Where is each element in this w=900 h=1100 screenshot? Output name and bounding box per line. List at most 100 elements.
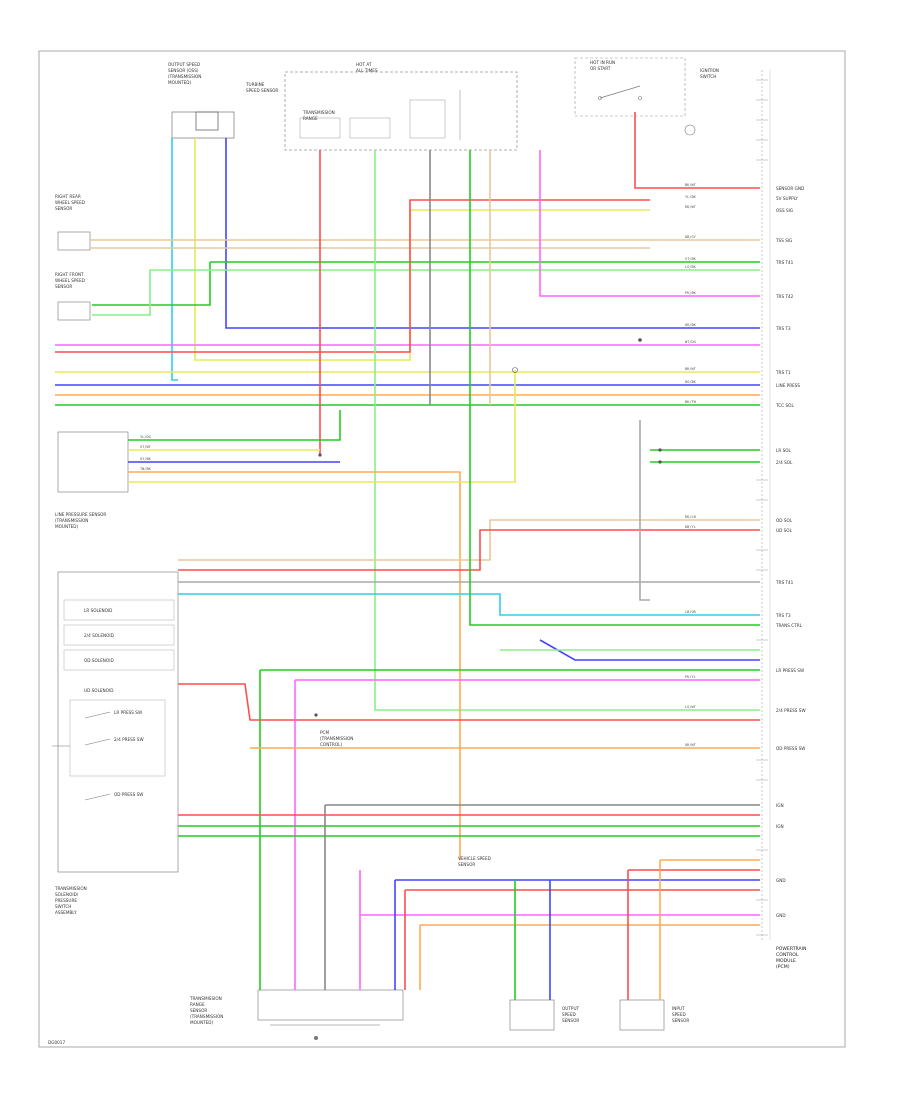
pin-label: OSS SIG	[776, 208, 793, 213]
wire-label: YL/BK	[685, 195, 697, 199]
pin-label: IGN	[776, 803, 784, 808]
pin-label: LR PRESS SW	[776, 668, 804, 673]
wire-label: OR/WT	[685, 743, 697, 747]
ignition-switch	[574, 57, 696, 136]
pcm-pin-ticks	[756, 79, 768, 936]
bottom-sensor-left-label-2: RANGE	[190, 1002, 205, 1007]
bottom-sensor-mid-label-2: SPEED	[562, 1012, 576, 1017]
pin-label: TRS T1	[775, 370, 791, 375]
bottom-sensor-boxes	[257, 989, 665, 1040]
pin-label: TCC SOL	[775, 403, 794, 408]
wire-label: RD/LB	[685, 515, 696, 519]
pcm-top-label-1: HOT AT	[356, 62, 372, 67]
pin-label: OD SOL	[776, 518, 793, 523]
solenoid-label-3: OD SOLENOID	[84, 658, 114, 663]
component-labels: OUTPUT SPEED SENSOR (OSS) (TRANSMISSION …	[48, 60, 806, 1045]
wire-label: VT/WT	[140, 445, 152, 449]
line-pressure-label-1: LINE PRESSURE SENSOR	[55, 512, 106, 517]
wire-label: DB/GY	[685, 235, 697, 239]
wire-label: TN/BK	[140, 467, 152, 471]
pin-label: TRS T41	[775, 260, 794, 265]
wires	[55, 112, 760, 1000]
pin-label: TSS SIG	[775, 238, 792, 243]
solenoid-block-label-2: SOLENOID/	[55, 892, 79, 897]
bottom-sensor-mid-label-3: SENSOR	[562, 1018, 579, 1023]
mid-note-label-1: PCM	[320, 730, 329, 735]
pcm-label-4: (PCM)	[776, 964, 790, 970]
solenoid-pack	[52, 599, 175, 801]
pcm-connector	[761, 70, 771, 940]
mid-right-sensor-label-1: VEHICLE SPEED	[458, 856, 491, 861]
wire-label: PK/BK	[685, 291, 697, 295]
top-left-sensor	[171, 111, 235, 139]
wire-label: BK/WT	[685, 183, 697, 187]
top-left-sensor-label-2: SENSOR (OSS)	[168, 68, 199, 73]
pcm-pin-labels: SENSOR GND 5V SUPPLY OSS SIG TSS SIG TRS…	[775, 186, 806, 918]
mid-note-label-3: CONTROL)	[320, 742, 342, 747]
solenoid-block-label-5: ASSEMBLY	[55, 910, 77, 915]
wire-blue-drop	[225, 138, 760, 329]
wire-label: BK/TN	[685, 400, 696, 404]
wheel-speed-2-label-2: WHEEL SPEED	[55, 278, 85, 283]
bottom-sensor-mid-label-1: OUTPUT	[562, 1006, 580, 1011]
wire-label: BR/WT	[685, 367, 697, 371]
wire-label: YL/DG	[140, 435, 151, 439]
wire-label: RD/WT	[685, 205, 697, 209]
top-right-fuse-label-2: OR START	[590, 66, 611, 71]
wire-color-labels: BK/WT YL/BK RD/WT DB/GY VT/BK LG/BK PK/B…	[140, 183, 697, 747]
wire-label: GY/BK	[140, 457, 152, 461]
wire-label: OR/BK	[685, 323, 697, 327]
press-sw-label-3: OD PRESS SW	[114, 792, 143, 797]
pin-label: TRS T42	[775, 294, 794, 299]
wheel-speed-2-label-1: RIGHT FRONT	[55, 272, 84, 277]
top-left-sensor-label-1: OUTPUT SPEED	[168, 62, 200, 67]
ignition-switch-label-1: IGNITION	[700, 68, 719, 73]
pin-label: OD PRESS SW	[776, 746, 805, 751]
wheel-speed-1-label-1: RIGHT REAR	[55, 194, 81, 199]
ignition-switch-label-2: SWITCH	[700, 74, 716, 79]
wire-yellow-drop	[194, 138, 650, 361]
line-pressure-label-3: MOUNTED)	[55, 524, 79, 529]
pcm-top-box	[284, 71, 518, 151]
bottom-sensor-left-label-5: MOUNTED)	[190, 1020, 214, 1025]
pcm-label-2: CONTROL	[776, 952, 799, 958]
pin-label: SENSOR GND	[776, 186, 804, 191]
mid-note-label-2: (TRANSMISSION	[320, 736, 353, 741]
left-sensor-boxes	[57, 231, 179, 873]
wire-label: VT/BK	[685, 257, 697, 261]
wire-label: LG/WT	[685, 705, 697, 709]
wire-label: DG/BK	[685, 380, 697, 384]
mid-right-sensor-label-2: SENSOR	[458, 862, 475, 867]
diagram-frame	[38, 50, 846, 1048]
top-left-sensor-label-3: (TRANSMISSION	[168, 74, 201, 79]
wire-label: DB/YL	[685, 525, 696, 529]
solenoid-label-1: LR SOLENOID	[84, 608, 112, 613]
range-selector-label-2: RANGE	[303, 116, 318, 121]
top-right-fuse-label-1: HOT IN RUN	[590, 60, 615, 65]
bottom-sensor-right-label-2: SPEED	[672, 1012, 686, 1017]
solenoid-block-label-3: PRESSURE	[55, 898, 77, 903]
bottom-sensor-right-label-3: SENSOR	[672, 1018, 689, 1023]
footer-code: DG0017	[48, 1040, 65, 1045]
bottom-sensor-right-label-1: INPUT	[672, 1006, 685, 1011]
splices	[314, 338, 662, 717]
wheel-speed-1-label-3: SENSOR	[55, 206, 72, 211]
pin-label: TRS T3	[775, 326, 791, 331]
pcm-label-1: POWERTRAIN	[776, 946, 806, 952]
pin-label: IGN	[776, 824, 784, 829]
pin-label: TRANS CTRL	[775, 623, 803, 628]
pcm-label-3: MODULE	[776, 958, 796, 964]
wire-label: LB/OR	[685, 610, 697, 614]
solenoid-label-4: UD SOLENOID	[84, 688, 113, 693]
top-small-sensor-label-2: SPEED SENSOR	[246, 88, 278, 93]
pin-label: 5V SUPPLY	[776, 196, 798, 201]
range-selector-label-1: TRANSMISSION	[302, 110, 335, 115]
wire-cyan-drop	[171, 138, 178, 381]
solenoid-block-label-4: SWITCH	[55, 904, 71, 909]
wheel-speed-2-label-3: SENSOR	[55, 284, 72, 289]
pin-label: 2/4 PRESS SW	[776, 708, 806, 713]
bottom-sensor-left-label-3: SENSOR	[190, 1008, 207, 1013]
press-sw-label-2: 2/4 PRESS SW	[114, 737, 144, 742]
wire-label: WT/DG	[685, 340, 696, 344]
